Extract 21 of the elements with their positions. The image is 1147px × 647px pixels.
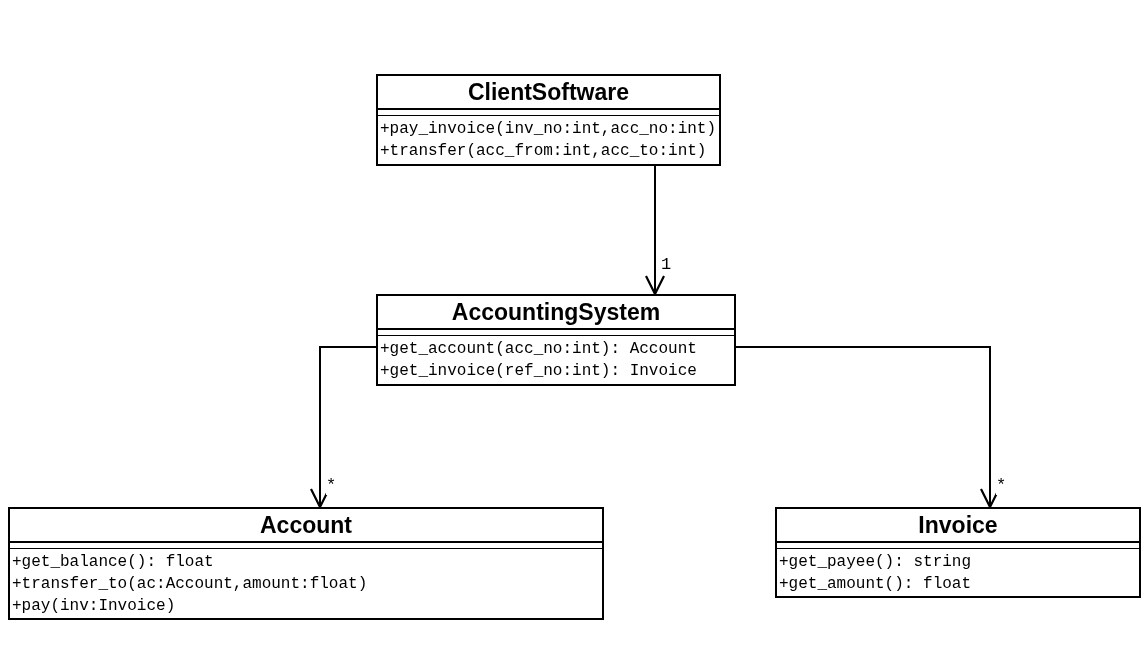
method-signature: +transfer(acc_from:int,acc_to:int): [380, 141, 708, 162]
class-box: [8, 507, 604, 620]
method-signature: +pay_invoice(inv_no:int,acc_no:int): [380, 119, 717, 140]
class-name: ClientSoftware: [378, 76, 719, 110]
class-name: Account: [10, 509, 602, 543]
method-signature: +get_payee(): string: [779, 552, 973, 573]
class-box: [376, 74, 721, 166]
method-signature: +get_amount(): float: [779, 574, 973, 595]
class-name: AccountingSystem: [378, 296, 734, 330]
method-signature: +transfer_to(ac:Account,amount:float): [12, 574, 369, 595]
class-box: [376, 294, 736, 386]
multiplicity-label: *: [326, 477, 337, 495]
method-signature: +pay(inv:Invoice): [12, 596, 177, 617]
method-signature: +get_account(acc_no:int): Account: [380, 339, 698, 360]
method-signature: +get_invoice(ref_no:int): Invoice: [380, 361, 698, 382]
association-arrow: [309, 346, 377, 509]
multiplicity-label: *: [996, 477, 1007, 495]
association-arrow: [644, 165, 666, 296]
class-name: Invoice: [777, 509, 1139, 543]
method-signature: +get_balance(): float: [12, 552, 215, 573]
class-box: [775, 507, 1141, 598]
